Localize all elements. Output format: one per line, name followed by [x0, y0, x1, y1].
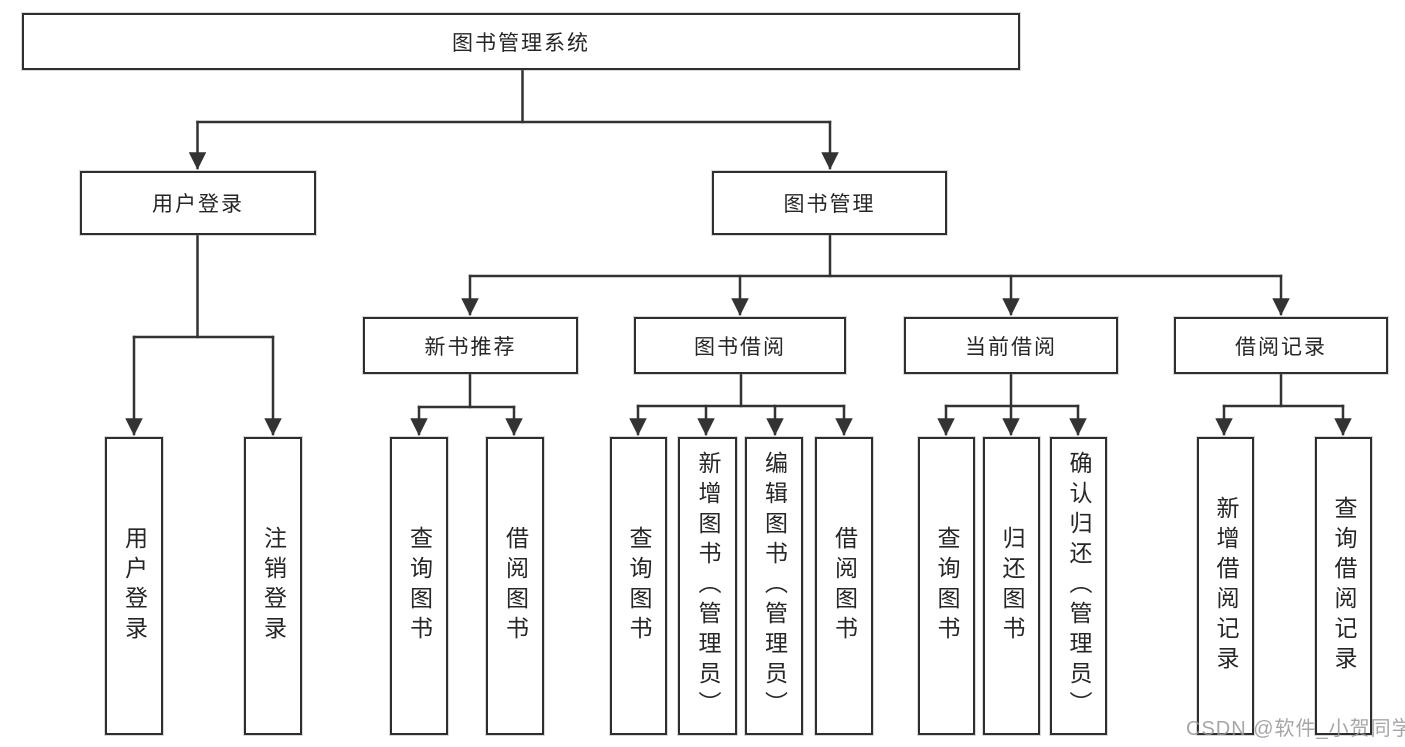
leaf-add-borrow-record: 新增借阅记录	[1197, 437, 1254, 735]
node-current-borrowing: 当前借阅	[904, 317, 1118, 374]
leaf-user-login-label: 用户登录	[121, 526, 148, 646]
leaf-logout-label: 注销登录	[260, 526, 287, 646]
node-root-label: 图书管理系统	[452, 31, 590, 55]
node-borrowing-records-label: 借阅记录	[1235, 335, 1327, 359]
leaf-query-book-borrowing-label: 查询图书	[626, 526, 652, 646]
leaf-query-book-borrowing: 查询图书	[610, 437, 667, 735]
leaf-add-book-admin-label: 新增图书（管理员）	[695, 451, 721, 721]
node-user-login-label: 用户登录	[152, 193, 244, 216]
node-new-book-recommend: 新书推荐	[363, 317, 578, 374]
leaf-query-book-recommend: 查询图书	[390, 437, 448, 735]
leaf-borrow-book-label: 借阅图书	[831, 526, 858, 646]
csdn-watermark: CSDN @软件_小贺同学	[1186, 718, 1405, 740]
node-book-borrowing: 图书借阅	[634, 317, 846, 374]
leaf-logout: 注销登录	[244, 437, 302, 735]
leaf-confirm-return-admin-label: 确认归还（管理员）	[1066, 451, 1092, 721]
leaf-edit-book-admin: 编辑图书（管理员）	[745, 437, 803, 735]
leaf-query-book-current: 查询图书	[918, 437, 975, 735]
node-new-book-recommend-label: 新书推荐	[424, 335, 517, 359]
leaf-query-borrow-record-label: 查询借阅记录	[1331, 496, 1357, 676]
leaf-query-book-current-label: 查询图书	[934, 526, 960, 646]
leaf-borrow-book-recommend: 借阅图书	[486, 437, 544, 735]
node-book-management: 图书管理	[712, 171, 947, 235]
leaf-edit-book-admin-label: 编辑图书（管理员）	[761, 451, 788, 721]
leaf-query-borrow-record: 查询借阅记录	[1315, 437, 1372, 735]
leaf-return-book-label: 归还图书	[999, 526, 1025, 646]
leaf-user-login: 用户登录	[105, 437, 163, 735]
node-book-borrowing-label: 图书借阅	[694, 335, 786, 359]
leaf-add-borrow-record-label: 新增借阅记录	[1213, 496, 1239, 676]
leaf-query-book-recommend-label: 查询图书	[406, 526, 433, 646]
leaf-borrow-book: 借阅图书	[815, 437, 873, 735]
leaf-return-book: 归还图书	[983, 437, 1040, 735]
node-book-management-label: 图书管理	[783, 193, 876, 216]
node-root-library-management-system: 图书管理系统	[22, 13, 1020, 70]
leaf-confirm-return-admin: 确认归还（管理员）	[1050, 437, 1107, 735]
node-user-login: 用户登录	[80, 171, 316, 235]
leaf-add-book-admin: 新增图书（管理员）	[678, 437, 737, 735]
node-borrowing-records: 借阅记录	[1174, 317, 1388, 374]
leaf-borrow-book-recommend-label: 借阅图书	[502, 526, 529, 646]
node-current-borrowing-label: 当前借阅	[965, 335, 1057, 359]
